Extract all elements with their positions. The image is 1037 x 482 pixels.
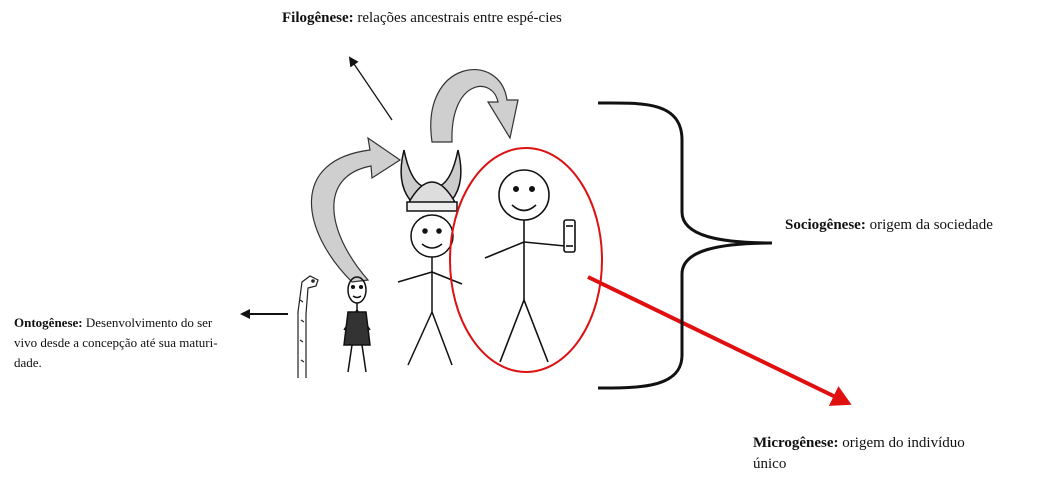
filogenese-arrow [350,58,392,120]
viking-figure [398,150,462,365]
modern-person-figure [485,170,575,362]
filogenese-term: Filogênese: [282,10,354,26]
ontogenese-term: Ontogênese: [14,315,83,330]
curved-arrow-left [311,138,400,282]
giraffe-figure [298,276,318,378]
sociogenese-brace [598,103,772,388]
sociogenese-term: Sociogênese: [785,217,866,233]
microgenese-label: Microgênese: origem do indivíduo único [753,433,983,475]
modern-person-highlight [450,148,602,372]
caveman-figure [344,277,370,372]
filogenese-label: Filogênese: relações ancestrais entre es… [282,8,592,29]
microgenese-term: Microgênese: [753,435,839,451]
filogenese-description: relações ancestrais entre espé-cies [357,10,561,26]
sociogenese-description: origem da sociedade [870,217,993,233]
sociogenese-label: Sociogênese: origem da sociedade [785,215,1035,236]
curved-arrow-top [431,70,518,142]
ontogenese-label: Ontogênese: Desenvolvimento do ser vivo … [14,313,234,373]
microgenese-arrow [588,277,848,403]
